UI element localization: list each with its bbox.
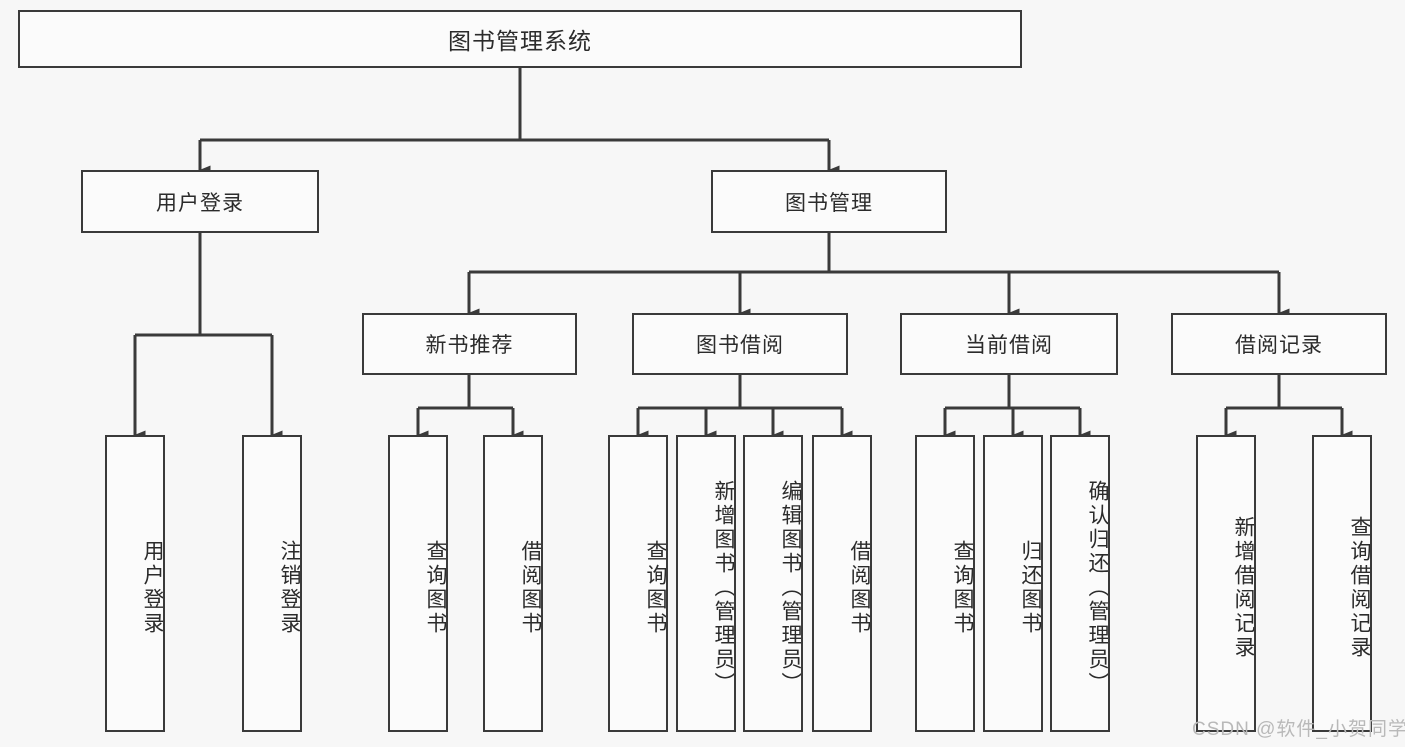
node-current-borrow: 当前借阅 bbox=[900, 313, 1118, 375]
node-label: 图书管理系统 bbox=[448, 28, 592, 54]
root-node: 图书管理系统 bbox=[18, 10, 1022, 68]
leaf-node-leaf-query-book-rec: 查询图书 bbox=[388, 435, 448, 732]
node-label: 新书推荐 bbox=[425, 334, 514, 357]
node-label: 查询图书 bbox=[424, 539, 447, 636]
node-borrow-record: 借阅记录 bbox=[1171, 313, 1387, 375]
leaf-node-leaf-user-login: 用户登录 bbox=[105, 435, 165, 732]
leaf-node-leaf-add-book: 新增图书（管理员） bbox=[676, 435, 736, 732]
watermark: CSDN @软件_小贺同学 bbox=[1192, 719, 1405, 740]
leaf-node-leaf-return-book: 归还图书 bbox=[983, 435, 1043, 732]
node-book-borrow: 图书借阅 bbox=[632, 313, 848, 375]
node-label: 用户登录 bbox=[156, 191, 244, 215]
leaf-node-leaf-query-book-borrow: 查询图书 bbox=[608, 435, 668, 732]
node-user-login: 用户登录 bbox=[81, 170, 319, 233]
leaf-node-leaf-confirm-return: 确认归还（管理员） bbox=[1050, 435, 1110, 732]
leaf-node-leaf-logout: 注销登录 bbox=[242, 435, 302, 732]
node-label: 查询图书 bbox=[644, 539, 667, 636]
leaf-node-leaf-query-book-cur: 查询图书 bbox=[915, 435, 975, 732]
node-new-book-recommend: 新书推荐 bbox=[362, 313, 577, 375]
node-label: 借阅图书 bbox=[519, 539, 542, 636]
node-label: 新增图书（管理员） bbox=[712, 479, 735, 696]
tree-connectors bbox=[133, 68, 1353, 440]
node-label: 新增借阅记录 bbox=[1232, 515, 1255, 660]
node-label: 查询借阅记录 bbox=[1348, 515, 1371, 660]
node-label: 图书借阅 bbox=[696, 334, 784, 357]
node-label: 注销登录 bbox=[278, 539, 301, 636]
leaf-node-leaf-borrow-book: 借阅图书 bbox=[812, 435, 872, 732]
node-label: 用户登录 bbox=[141, 539, 164, 636]
node-book-manage: 图书管理 bbox=[711, 170, 947, 233]
node-label: 图书管理 bbox=[785, 191, 873, 215]
leaf-node-leaf-query-record: 查询借阅记录 bbox=[1312, 435, 1372, 732]
leaf-node-leaf-borrow-book-rec: 借阅图书 bbox=[483, 435, 543, 732]
leaf-node-leaf-edit-book: 编辑图书（管理员） bbox=[743, 435, 803, 732]
node-label: 查询图书 bbox=[951, 539, 974, 636]
node-label: 归还图书 bbox=[1019, 539, 1042, 636]
node-label: 当前借阅 bbox=[965, 334, 1053, 357]
node-label: 确认归还（管理员） bbox=[1086, 479, 1109, 696]
leaf-node-leaf-add-record: 新增借阅记录 bbox=[1196, 435, 1256, 732]
node-label: 借阅记录 bbox=[1235, 334, 1323, 357]
node-label: 编辑图书（管理员） bbox=[779, 479, 802, 696]
node-label: 借阅图书 bbox=[848, 539, 871, 636]
